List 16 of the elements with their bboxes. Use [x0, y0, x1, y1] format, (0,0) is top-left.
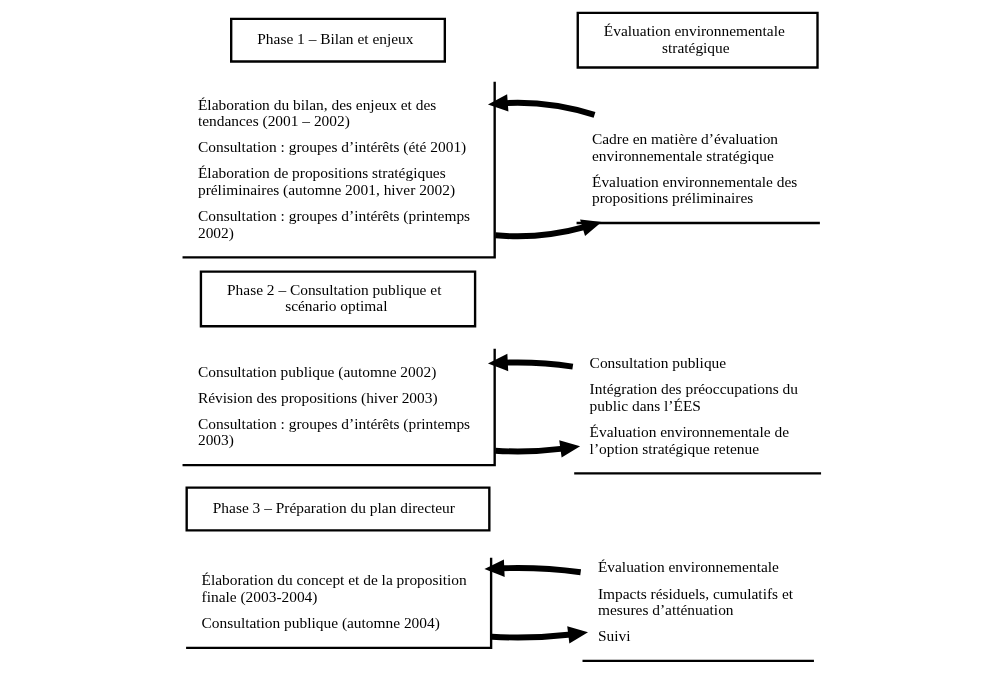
node-box: Évaluation environnementale stratégique: [576, 11, 819, 69]
node-text: Cadre en matière d’évaluation environnementale stratégique Évaluation environnementale des propositions préliminaires: [592, 129, 798, 207]
node-text: Consultation publique (automne 2002) Révision des propositions (hiver 2003) Consultation : groupes d’intérêts (printemps 2003): [197, 362, 471, 449]
node-box: Phase 3 – Préparation du plan directeur: [185, 486, 491, 532]
arrow: [495, 219, 602, 240]
arrow: [484, 559, 582, 577]
node-text: Élaboration du bilan, des enjeux et des tendances (2001 – 2002) Consultation : groupes d’intérêts (été 2001) Élaboration de propositions stratégiques préliminaires (automne 2001, hiver 2002) Consultation : groupes d’intérêts (printemps 2002): [197, 95, 471, 241]
node-box: Phase 1 – Bilan et enjeux: [230, 17, 446, 63]
arrow: [487, 353, 574, 372]
node-text: Élaboration du concept et de la proposition finale (2003-2004) Consultation publique (automne 2004): [201, 571, 467, 632]
node-text: Consultation publique Intégration des préoccupations du public dans l’ÉES Évaluation environnementale de l’option stratégique retenue: [589, 354, 798, 457]
arrow: [491, 626, 588, 644]
arrow: [495, 440, 581, 458]
arrow: [487, 94, 596, 118]
node-text: Évaluation environnementale Impacts résiduels, cumulatifs et mesures d’atténuation Suivi: [597, 558, 794, 645]
node-box: Phase 2 – Consultation publique et scénario optimal: [199, 270, 477, 328]
